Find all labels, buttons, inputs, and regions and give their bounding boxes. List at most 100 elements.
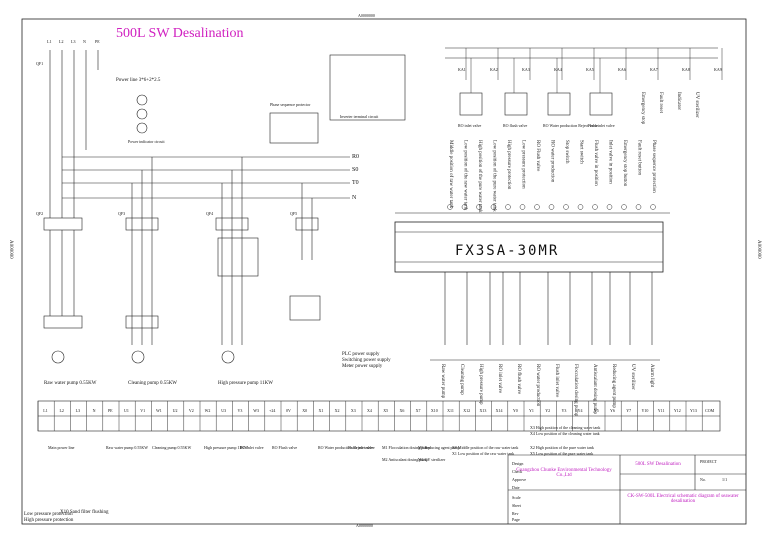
terminal-label: L1: [43, 408, 48, 413]
terminal-group-label: X1 Low position of the raw water tank: [452, 451, 515, 456]
terminal-group-label: X0 Middle position of the raw water tank: [452, 445, 519, 450]
terminal-label: X10: [430, 408, 438, 413]
output-label: Flocculation dosing pump: [573, 364, 578, 417]
note-high-pressure: High pressure protection: [24, 518, 74, 523]
plc-model: FX3SA-30MR: [455, 243, 560, 259]
output-label: Alarm light: [649, 364, 654, 388]
inverter-label: Inverter terminal circuit: [340, 114, 379, 119]
breaker-label: QF3: [118, 211, 126, 216]
input-switch: [534, 204, 540, 210]
input-label: High pressure protection: [506, 140, 511, 190]
relay-label: KA5: [586, 67, 594, 72]
terminal-label: W3: [253, 408, 259, 413]
drawing-title: CK-SW-500L Electrical schematic diagram …: [627, 494, 739, 504]
relay-label: KA1: [458, 67, 466, 72]
relay-label: KA4: [554, 67, 562, 72]
relay-label: KA2: [490, 67, 498, 72]
terminal-label: 0V: [286, 408, 291, 413]
input-label: Emergency stop button: [622, 140, 627, 187]
terminal-label: X11: [447, 408, 454, 413]
terminal-group-label: M1 Flocculation dosing pump: [382, 445, 431, 450]
output-label: RO inlet valve: [497, 364, 502, 394]
no-label: No.: [700, 477, 706, 482]
terminal-label: X1: [318, 408, 324, 413]
input-label: Middle position of raw water tank: [448, 140, 453, 209]
phase-protector-label: Phase sequence protector: [270, 102, 311, 107]
power-line-label: Power line 3*6+2*2.5: [116, 78, 161, 83]
valve-label: RO inlet valve: [458, 123, 482, 128]
title-block-field: Approve: [512, 477, 526, 482]
input-label: High position of the pure water tank: [477, 140, 482, 213]
indicator-circuit-label: Power indicator circuit: [128, 139, 165, 144]
title-block-field: Date: [512, 485, 520, 490]
terminal-label: X14: [495, 408, 503, 413]
relay-label: KA3: [522, 67, 530, 72]
input-switch: [505, 204, 511, 210]
input-label: RO Flush valve: [535, 140, 540, 172]
note-low-pressure: Low pressure protection: [24, 512, 73, 517]
terminal-label: Y7: [626, 408, 632, 413]
motor-label-high-pressure: High pressure pump 11KW: [218, 381, 273, 386]
output-label: RO flush valve: [516, 364, 521, 395]
input-switch: [592, 204, 598, 210]
relay-label: KA8: [682, 67, 690, 72]
plc-supply-1: PLC power supply: [342, 352, 380, 357]
phase-label: L1: [47, 39, 52, 44]
terminal-label: Y1: [529, 408, 534, 413]
terminal-label: Y5: [593, 408, 599, 413]
terminal-label: X3: [350, 408, 356, 413]
title-block-field: Rev: [512, 511, 519, 516]
phase-label: L2: [59, 39, 64, 44]
terminal-group-label: X5 Low position of the pure water tank: [530, 451, 594, 456]
input-label: Low position of the raw water tank: [462, 140, 468, 211]
output-label: UV sterilizer: [630, 364, 635, 390]
terminal-label: X13: [479, 408, 487, 413]
terminal-label: Y10: [641, 408, 649, 413]
device-label: Emergency stop: [640, 92, 645, 125]
breaker-label: QF2: [36, 211, 44, 216]
title-block-field: Sheet: [512, 503, 521, 508]
terminal-label: X6: [399, 408, 405, 413]
input-switch: [650, 204, 656, 210]
input-switch: [606, 204, 613, 210]
input-switch: [476, 204, 482, 210]
terminal-group-label: X2 High position of the pure water tank: [530, 445, 594, 450]
device-label: Indicator: [676, 92, 681, 111]
motor-label-raw-water: Raw water pump 0.55KW: [44, 381, 97, 386]
terminal-group-label: Raw water pump 0.55KW: [106, 445, 148, 450]
output-label: RO water production: [535, 364, 540, 407]
title-block-field: Design: [512, 461, 524, 466]
device-label: Fault reset: [658, 92, 663, 113]
input-switch: [490, 204, 497, 210]
terminal-label: X12: [463, 408, 471, 413]
page-title: 500L SW Desalination: [116, 26, 244, 41]
terminal-label: Y2: [545, 408, 551, 413]
relay-label: KA6: [618, 67, 626, 72]
input-switch: [577, 204, 584, 210]
company-name: Guangzhou Chunke Environmental Technolog…: [516, 468, 612, 478]
input-switch: [563, 204, 569, 210]
terminal-label: V1: [140, 408, 146, 413]
input-label: Start switch: [578, 140, 584, 164]
sheet-value: 1/1: [722, 477, 728, 482]
phase-label: L3: [71, 39, 76, 44]
phase-label: PE: [95, 39, 100, 44]
input-switch: [635, 204, 642, 210]
terminal-label: N: [92, 408, 96, 413]
input-label: Low pressure protection: [520, 140, 526, 189]
terminal-group-label: RO Flush valve: [272, 445, 298, 450]
output-label: Antiscalant dosing pump: [592, 364, 597, 414]
output-label: Reducing agent pump: [611, 364, 616, 408]
valve-label: Flush inlet valve: [588, 123, 615, 128]
terminal-group-label: X4 Low position of the cleaning water ta…: [530, 431, 600, 436]
project-name: 500L SW Desalination: [635, 462, 681, 467]
terminal-label: Y6: [610, 408, 615, 413]
terminal-label: Y12: [673, 408, 681, 413]
terminal-group-label: M3 Reducing agent pump: [418, 445, 460, 450]
output-label: Cleaning pump: [459, 364, 464, 395]
terminal-label: +24: [269, 408, 276, 413]
relay-label: KA7: [650, 67, 658, 72]
relay-label: KA9: [714, 67, 722, 72]
terminal-label: Y13: [690, 408, 697, 413]
note-sand-filter: X10 Sand filter flushing: [60, 510, 109, 515]
